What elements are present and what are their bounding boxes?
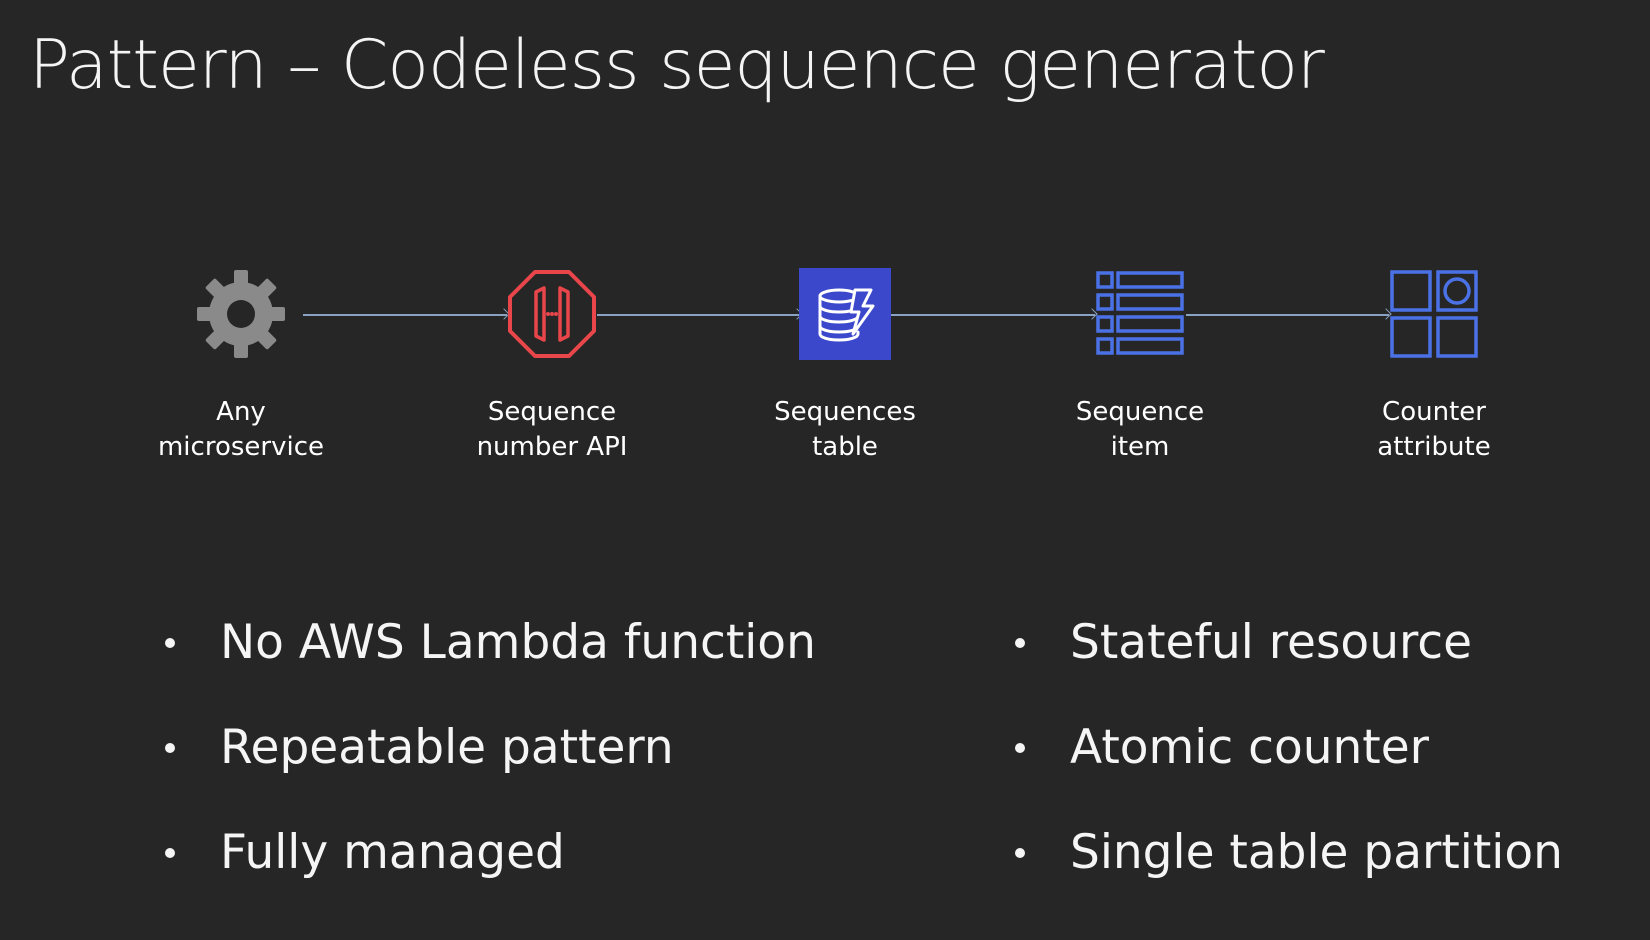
node-label-line: microservice: [157, 432, 324, 462]
dynamodb-icon: [799, 268, 891, 360]
bullet-dot: [165, 848, 175, 858]
bullet-item: Atomic counter: [1010, 695, 1563, 800]
node-label-line: Sequences: [774, 397, 916, 427]
slide-title: Pattern – Codeless sequence generator: [29, 26, 1325, 105]
bullet-item: Repeatable pattern: [160, 695, 816, 800]
node-label-line: Counter: [1382, 397, 1486, 427]
node-label-line: table: [812, 432, 878, 462]
node-label-line: item: [1110, 432, 1170, 462]
bullet-text: Fully managed: [220, 825, 565, 880]
bullet-item: No AWS Lambda function: [160, 590, 816, 695]
node-label-line: Sequence: [487, 397, 617, 427]
node-label-any-microservice: Any microservice: [131, 395, 351, 465]
attribute-icon: [1388, 268, 1480, 360]
bullet-item: Single table partition: [1010, 800, 1563, 905]
node-label-line: Any: [216, 397, 266, 427]
bullet-list-left: No AWS Lambda function Repeatable patter…: [160, 590, 816, 905]
bullet-dot: [165, 638, 175, 648]
bullet-text: Atomic counter: [1070, 720, 1429, 775]
bullet-dot: [1015, 638, 1025, 648]
bullet-text: No AWS Lambda function: [220, 615, 816, 670]
bullet-item: Fully managed: [160, 800, 816, 905]
connector-arrow: [1186, 314, 1389, 316]
node-label-line: Sequence: [1075, 397, 1205, 427]
connector-arrow: [891, 314, 1095, 316]
bullet-text: Stateful resource: [1070, 615, 1473, 670]
bullet-dot: [1015, 743, 1025, 753]
table-item-icon: [1094, 268, 1186, 360]
connector-arrow: [303, 314, 507, 316]
bullet-text: Single table partition: [1070, 825, 1563, 880]
bullet-dot: [165, 743, 175, 753]
node-label-sequences-table: Sequences table: [735, 395, 955, 465]
bullet-text: Repeatable pattern: [220, 720, 674, 775]
bullet-item: Stateful resource: [1010, 590, 1563, 695]
node-label-sequence-item: Sequence item: [1030, 395, 1250, 465]
node-label-line: attribute: [1377, 432, 1491, 462]
gear-icon: [195, 268, 287, 360]
connector-arrow: [597, 314, 800, 316]
node-label-counter-attribute: Counter attribute: [1324, 395, 1544, 465]
bullet-list-right: Stateful resource Atomic counter Single …: [1010, 590, 1563, 905]
api-gateway-icon: [506, 268, 598, 360]
node-label-line: number API: [476, 432, 628, 462]
node-label-sequence-number-api: Sequence number API: [442, 395, 662, 465]
bullet-dot: [1015, 848, 1025, 858]
